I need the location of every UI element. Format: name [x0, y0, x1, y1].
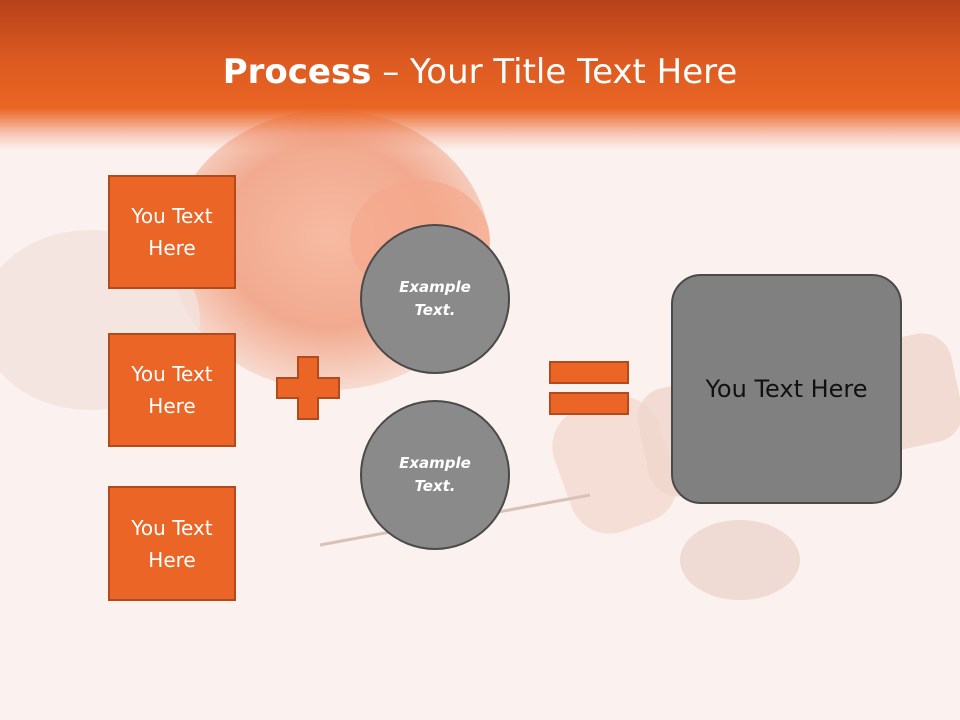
input-box-3[interactable]: You Text Here — [108, 486, 236, 601]
input-box-1[interactable]: You Text Here — [108, 175, 236, 289]
input-box-label: You Text Here — [131, 204, 213, 260]
plus-icon — [276, 356, 340, 420]
input-box-label: You Text Here — [131, 362, 213, 418]
title-bold: Process — [222, 52, 372, 92]
example-label: Example Text. — [399, 454, 471, 495]
slide-title: Process – Your Title Text Here — [0, 52, 960, 92]
input-box-2[interactable]: You Text Here — [108, 333, 236, 447]
equals-icon — [549, 361, 629, 415]
result-box[interactable]: You Text Here — [671, 274, 902, 504]
input-box-label: You Text Here — [131, 515, 213, 572]
title-rest: – Your Title Text Here — [371, 52, 738, 92]
result-label: You Text Here — [705, 375, 868, 403]
example-circle-2[interactable]: Example Text. — [360, 400, 510, 550]
example-circle-1[interactable]: Example Text. — [360, 224, 510, 374]
header-band — [0, 0, 960, 150]
example-label: Example Text. — [399, 278, 471, 319]
